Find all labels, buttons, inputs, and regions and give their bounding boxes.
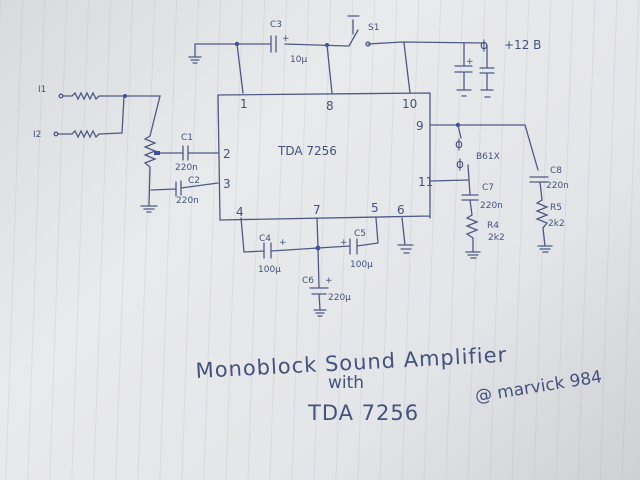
c6-label: C6: [302, 276, 314, 286]
supply-label: +12 B: [504, 38, 541, 52]
speaker-terminal: ϕ: [456, 157, 464, 171]
c3-label: C3: [270, 20, 282, 30]
svg-text:+: +: [340, 238, 348, 248]
bottom-section: C4 + 100µ C6 + 220µ C5 + 100µ: [240, 217, 414, 317]
c4-value: 100µ: [258, 265, 281, 275]
output-section: ϕ ϕ B61X C7 220n R4 2k2 C8 220n R5 2k2: [429, 122, 569, 259]
supply-terminal: ϕ: [480, 38, 488, 52]
c2-label: C2: [188, 176, 200, 186]
speaker-terminal: ϕ: [455, 137, 463, 151]
r5-label: R5: [550, 203, 562, 213]
pin-8-label: 8: [326, 99, 334, 113]
title-block: Monoblock Sound Amplifier with TDA 7256 …: [195, 343, 603, 425]
c6-value: 220µ: [328, 293, 351, 303]
capacitor-c6: [309, 217, 329, 317]
capacitor-c5: [317, 217, 379, 255]
ground-icon: [140, 205, 158, 213]
author-signature: @ marvick 984: [474, 367, 604, 407]
volume-potentiometer: [124, 95, 161, 206]
input-section: I1 I2 C1 220n C2 220n: [33, 85, 219, 213]
ground-icon: [188, 43, 202, 64]
speaker-label: B61X: [476, 152, 500, 162]
c7-label: C7: [482, 183, 494, 193]
c7-value: 220n: [480, 201, 503, 211]
ground-icon: [397, 217, 414, 254]
c8-value: 220n: [546, 181, 569, 191]
capacitor-c8-resistor-r5: [529, 176, 553, 253]
r4-label: R4: [487, 221, 499, 231]
pin-1-label: 1: [240, 97, 248, 111]
s1-label: S1: [368, 23, 379, 33]
c5-value: 100µ: [350, 260, 373, 270]
pin-7-label: 7: [313, 203, 321, 217]
capacitor-c3: [270, 35, 277, 53]
pin-9-label: 9: [416, 119, 424, 133]
r5-value: 2k2: [548, 219, 565, 229]
pin-5-label: 5: [371, 201, 379, 215]
c5-label: C5: [354, 229, 366, 239]
svg-text:+: +: [282, 34, 290, 44]
pin-2-label: 2: [223, 147, 231, 161]
pin-6-label: 6: [397, 203, 405, 217]
input-resistor-2: [57, 96, 125, 139]
chip-label: TDA 7256: [277, 144, 337, 158]
capacitor-c2: [150, 180, 219, 197]
pin-11-label: 11: [418, 175, 433, 189]
input-resistor-1: [62, 91, 126, 101]
c2-value: 220n: [176, 196, 199, 206]
pin-10-label: 10: [402, 97, 417, 111]
r4-value: 2k2: [488, 233, 505, 243]
c4-label: C4: [259, 234, 271, 244]
input-i1-label: I1: [38, 85, 46, 95]
switch-s1: [347, 15, 360, 47]
svg-text:+: +: [325, 276, 333, 286]
c1-label: C1: [181, 133, 193, 143]
capacitor-c7-resistor-r4: [429, 164, 481, 259]
c3-value: 10µ: [290, 55, 307, 65]
title-line-2: with: [328, 373, 364, 393]
capacitor-c4: [240, 217, 319, 259]
pin-4-label: 4: [236, 205, 244, 219]
tda7256-chip: TDA 7256 1 8 10 9 2 3 11 4 7 5 6: [217, 92, 433, 221]
c1-value: 220n: [175, 163, 198, 173]
svg-text:+: +: [279, 238, 287, 248]
input-i2-label: I2: [33, 130, 41, 140]
supply-capacitor-electrolytic: [454, 42, 473, 91]
supply-capacitor: [479, 44, 495, 91]
title-line-3: TDA 7256: [307, 401, 419, 425]
capacitor-c1: [155, 145, 219, 161]
pin-3-label: 3: [223, 177, 231, 191]
c8-label: C8: [550, 166, 562, 176]
svg-text:+: +: [466, 57, 474, 67]
top-rail: C3 10µ + S1 + ϕ +12 B: [188, 15, 541, 98]
